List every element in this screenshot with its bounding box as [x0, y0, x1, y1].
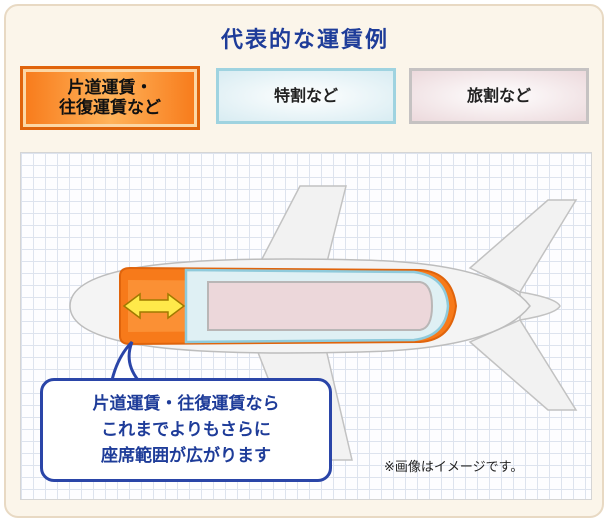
plane-tail-top — [468, 199, 578, 293]
plane-tail-cone — [519, 291, 561, 321]
bubble-line2: これまでよりもさらに — [101, 420, 271, 440]
tab-special-discount[interactable]: 特割など — [216, 68, 396, 124]
speech-bubble-tail — [110, 340, 142, 382]
speech-bubble: 片道運賃・往復運賃なら これまでよりもさらに 座席範囲が広がります — [40, 378, 332, 482]
page-title: 代表的な運賃例 — [220, 28, 389, 53]
tab-travel-label: 旅割など — [466, 86, 531, 105]
tab-travel-discount[interactable]: 旅割など — [409, 68, 589, 124]
tab-fare-line1: 片道運賃・ — [67, 78, 153, 98]
bubble-line3: 座席範囲が広がります — [101, 446, 271, 466]
double-arrow-icon — [122, 292, 186, 320]
image-disclaimer-note: ※画像はイメージです。 — [384, 460, 524, 475]
tab-fare-line2: 往復運賃など — [59, 98, 161, 118]
tab-special-label: 特割など — [273, 86, 338, 105]
tab-one-way-round-trip-fare[interactable]: 片道運賃・ 往復運賃など — [20, 66, 200, 130]
bubble-line1: 片道運賃・往復運賃なら — [92, 394, 280, 414]
travel-zone-pink — [207, 281, 434, 331]
